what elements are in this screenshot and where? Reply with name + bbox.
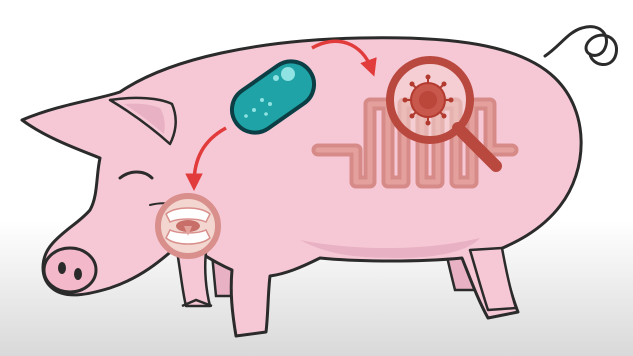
pig-nostril-right [74, 268, 82, 280]
throat-icon [158, 196, 218, 256]
pig-nostril-left [58, 262, 66, 274]
pig-snout [44, 248, 96, 292]
